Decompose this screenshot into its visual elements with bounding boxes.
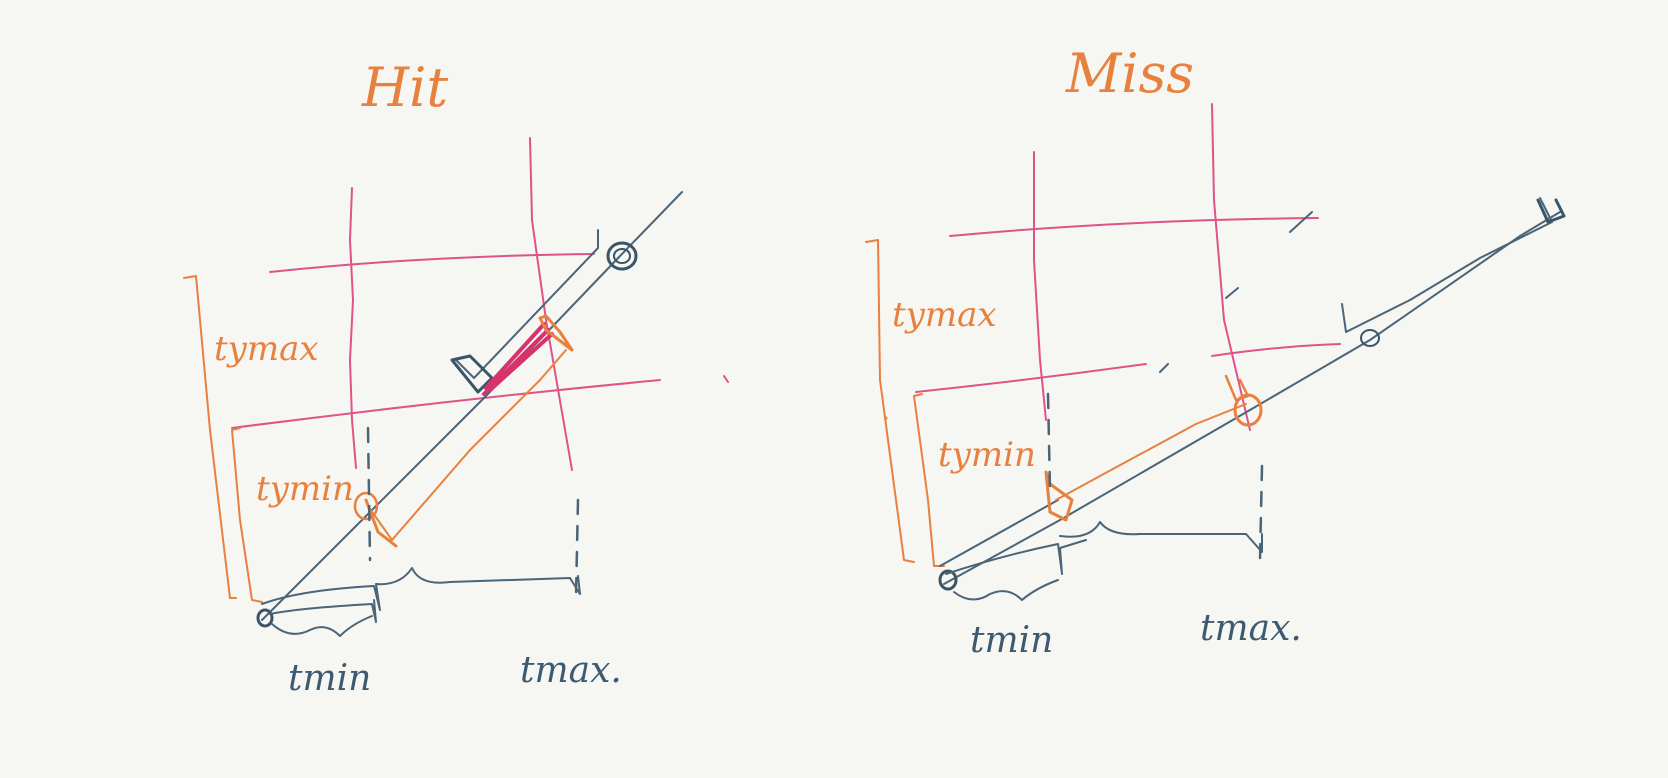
hit-stray-mark (723, 375, 729, 383)
hit-tmax-brace (261, 567, 581, 611)
miss-tymax-label: tymax (892, 295, 997, 335)
miss-t-interval: tmin tmax. (945, 392, 1302, 661)
miss-txmax-mark-tail (1224, 374, 1250, 402)
hit-txmin-mark (353, 491, 379, 521)
miss-tmax-label: tmax. (1200, 608, 1302, 649)
hit-tmin-brace-line (269, 599, 377, 623)
hit-tmax-drop-line (574, 498, 580, 598)
miss-y-projection-box (1341, 197, 1553, 333)
miss-tymin-bracket (913, 393, 945, 567)
miss-tmin-brace (953, 579, 1059, 601)
miss-x-projection-line (1055, 403, 1247, 501)
hit-ymax-exit-mark (606, 241, 638, 271)
miss-ray-line (943, 211, 1561, 585)
hit-x-projection-line (367, 349, 567, 541)
hit-overlap-segment (482, 322, 554, 396)
hit-ymin-entry-mark (450, 354, 494, 394)
miss-tmin-label: tmin (970, 620, 1053, 661)
miss-tymax-bracket (865, 239, 915, 563)
miss-ymax-exit-mark (1536, 198, 1566, 224)
miss-ray (938, 197, 1566, 591)
miss-tmax-brace (1059, 521, 1263, 553)
hit-ray-line (261, 191, 683, 621)
hit-tmin-brace (271, 615, 373, 637)
hit-y-interval-brackets: tymax tymin (183, 275, 354, 603)
miss-xmin-slab-line (1033, 151, 1047, 421)
hit-y-projection-box (455, 229, 599, 379)
hit-ray-origin (256, 608, 274, 628)
miss-tymin-label: tymin (938, 435, 1036, 475)
miss-title: Miss (1065, 42, 1194, 105)
hit-diagram: Hit tymax tymin (183, 56, 729, 699)
hit-tymax-bracket (183, 275, 237, 599)
hit-tymin-label: tymin (256, 469, 354, 509)
hit-slab-lines (231, 137, 729, 471)
hit-tymax-label: tymax (214, 329, 319, 369)
miss-ymax-slab-line (949, 217, 1319, 237)
hit-ymax-slab-line (269, 253, 595, 273)
hit-title: Hit (361, 56, 448, 119)
hit-xmax-slab-line (529, 137, 573, 471)
miss-bracket-dot (884, 416, 888, 420)
miss-tmax-drop-line (1258, 464, 1264, 562)
miss-diagram: Miss tymax tymin (865, 42, 1566, 661)
hit-x-interval (353, 314, 574, 548)
miss-tmin-drop-line (1046, 392, 1052, 492)
hit-xmin-slab-line (348, 187, 357, 469)
hit-tymin-bracket (231, 427, 263, 603)
miss-slab-tick-marks (1159, 211, 1313, 373)
miss-x-interval (1044, 374, 1263, 522)
hit-t-interval: tmin tmax. (261, 426, 622, 699)
miss-ymin-slab-line (915, 343, 1341, 393)
miss-tmin-brace-line (945, 539, 1087, 575)
miss-y-interval-brackets: tymax tymin (865, 239, 1036, 567)
hit-ray (256, 191, 683, 628)
hit-tmin-label: tmin (288, 658, 371, 699)
hit-ymin-slab-line (231, 379, 661, 429)
hit-ymax-exit-mark-inner (613, 248, 631, 264)
miss-xmax-slab-line (1211, 103, 1251, 431)
miss-slab-lines (915, 103, 1341, 431)
hit-txmax-mark (538, 314, 574, 352)
hit-tmax-label: tmax. (520, 650, 622, 691)
miss-ray-origin (938, 569, 958, 591)
miss-ray-guide-line (939, 499, 1059, 567)
hit-tmin-drop-line (366, 426, 372, 562)
miss-ymin-entry-mark (1360, 329, 1380, 347)
